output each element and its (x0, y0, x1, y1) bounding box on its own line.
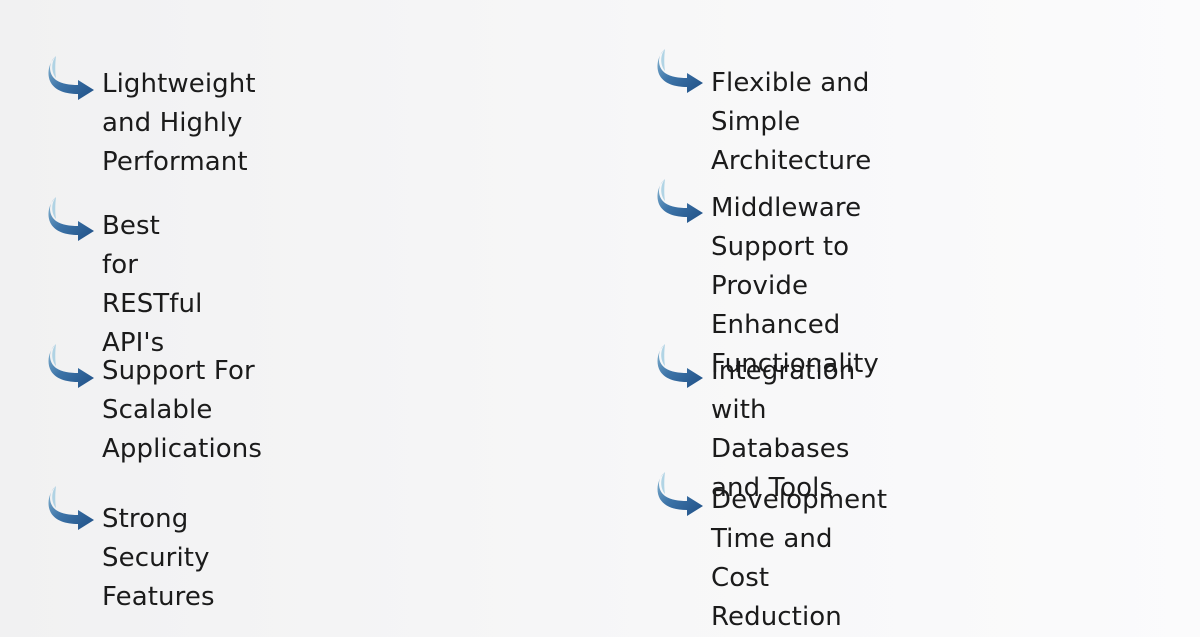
curved-arrow-icon (46, 482, 100, 530)
curved-arrow-icon (655, 340, 709, 388)
feature-label: Strong Security Features (102, 504, 215, 612)
feature-label: Development Time and Cost Reduction (711, 485, 888, 632)
curved-arrow-icon (46, 52, 100, 100)
curved-arrow-icon (655, 468, 709, 516)
feature-label: Flexible and Simple Architecture (711, 68, 872, 176)
feature-label: Support For Scalable Applications (102, 356, 263, 464)
curved-arrow-icon (655, 45, 709, 93)
feature-label: Lightweight and Highly Performant (102, 69, 256, 177)
curved-arrow-icon (46, 193, 100, 241)
feature-label: Best for RESTful API's (102, 211, 203, 358)
feature-label: Middleware Support to Provide Enhanced F… (711, 193, 879, 379)
curved-arrow-icon (655, 175, 709, 223)
curved-arrow-icon (46, 340, 100, 388)
feature-label: Integration with Databases and Tools (711, 356, 856, 503)
